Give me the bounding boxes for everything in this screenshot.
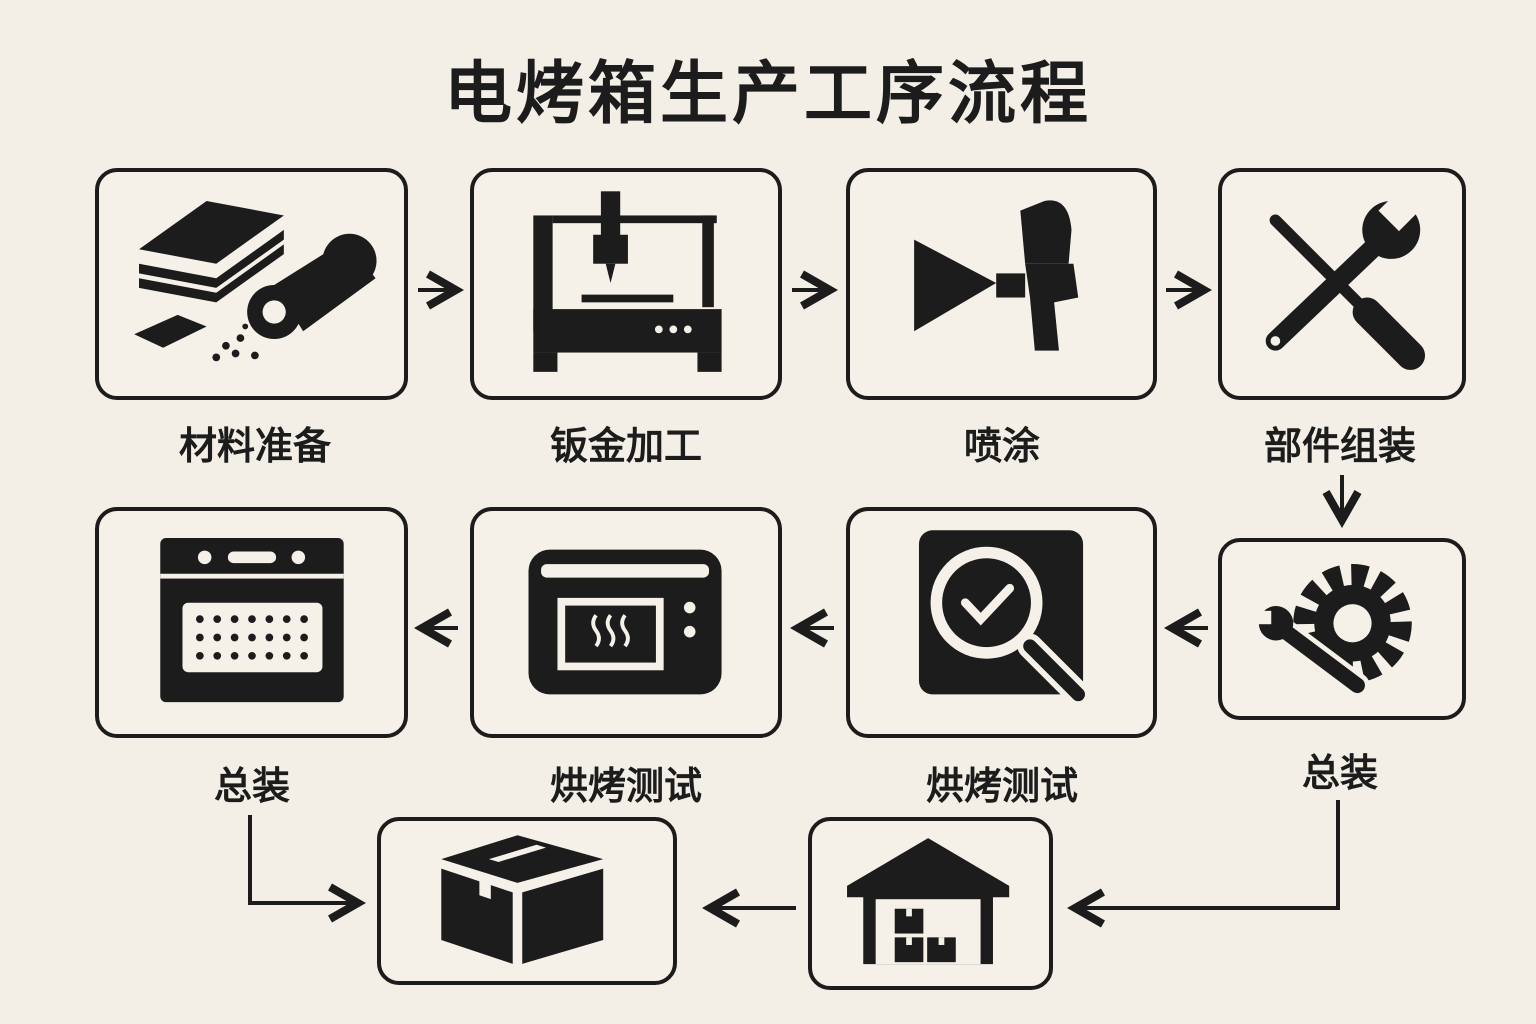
step-assembly <box>1218 168 1466 400</box>
tools-icon <box>1265 190 1426 370</box>
step-label: 总装 <box>1301 751 1378 795</box>
step-final-assembly <box>1218 538 1466 720</box>
warehouse-icon <box>847 838 1010 965</box>
step-warehouse <box>808 817 1053 990</box>
package-icon <box>441 835 604 964</box>
step-label: 部件组装 <box>1263 424 1416 468</box>
step-inspection <box>846 507 1157 738</box>
step-label: 钣金加工 <box>549 424 702 468</box>
step-sheet-metal <box>470 168 782 400</box>
step-label: 喷涂 <box>963 424 1040 468</box>
step-label: 烘烤测试 <box>549 764 702 808</box>
step-oven <box>95 507 408 738</box>
oven-icon <box>160 538 344 703</box>
step-materials <box>95 168 408 400</box>
spray-gun-icon <box>914 200 1079 351</box>
materials-icon <box>134 200 377 362</box>
arrow-8-10 <box>248 815 358 903</box>
cnc-machine-icon <box>533 191 722 372</box>
oven-test-icon <box>528 549 722 695</box>
inspection-icon <box>918 530 1091 707</box>
step-packaging <box>377 817 677 985</box>
gear-wrench-icon <box>1252 563 1412 698</box>
step-label: 材料准备 <box>178 424 331 468</box>
page-title: 电烤箱生产工序流程 <box>443 55 1092 134</box>
step-spraying <box>846 168 1157 400</box>
step-label: 总装 <box>213 764 290 808</box>
arrow-5-9 <box>1075 800 1340 908</box>
step-label: 烘烤测试 <box>925 764 1078 808</box>
step-baking-test <box>470 507 782 738</box>
